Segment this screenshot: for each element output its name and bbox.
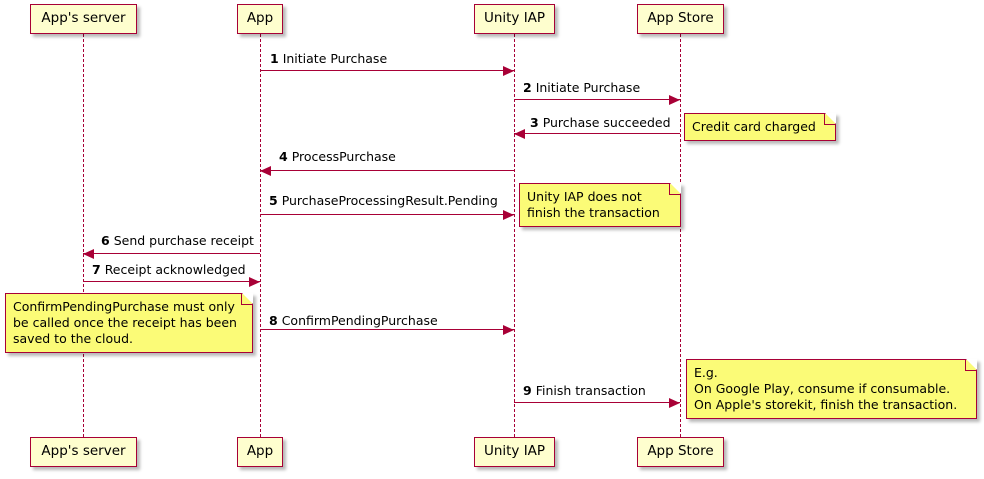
participant-label: App — [246, 10, 274, 27]
note-text: Unity IAP does not finish the transactio… — [527, 189, 660, 220]
participant-label: App Store — [647, 443, 714, 460]
message-line-3 — [514, 133, 680, 134]
message-arrowhead-6 — [83, 249, 94, 259]
message-arrowhead-9 — [669, 398, 680, 408]
participant-footer-app[interactable]: App — [237, 437, 283, 467]
message-text: ConfirmPendingPurchase — [281, 313, 438, 328]
message-arrowhead-5 — [503, 210, 514, 220]
message-line-1 — [260, 70, 514, 71]
note-text: ConfirmPendingPurchase must only be call… — [13, 299, 237, 346]
note-text: E.g. On Google Play, consume if consumab… — [694, 365, 958, 412]
message-arrowhead-8 — [503, 325, 514, 335]
participant-label: App — [246, 443, 274, 460]
message-arrowhead-4 — [260, 166, 271, 176]
note-finish-examples: E.g. On Google Play, consume if consumab… — [686, 359, 977, 419]
message-label-1: 1 Initiate Purchase — [270, 51, 388, 66]
lifeline-appstore — [680, 34, 681, 437]
message-seq-number: 6 — [101, 233, 110, 248]
note-fold-corner-icon — [242, 293, 253, 304]
message-text: Purchase succeeded — [542, 115, 671, 130]
participant-header-appstore[interactable]: App Store — [637, 4, 724, 34]
message-seq-number: 8 — [269, 313, 278, 328]
message-line-8 — [260, 329, 514, 330]
message-text: Initiate Purchase — [282, 51, 388, 66]
note-credit-card: Credit card charged — [684, 113, 836, 141]
message-text: Send purchase receipt — [113, 233, 254, 248]
message-label-2: 2 Initiate Purchase — [523, 80, 641, 95]
message-seq-number: 3 — [530, 115, 539, 130]
message-label-8: 8 ConfirmPendingPurchase — [269, 313, 438, 328]
participant-label: Unity IAP — [483, 443, 546, 460]
message-arrowhead-7 — [249, 277, 260, 287]
participant-label: App's server — [41, 443, 126, 460]
participant-footer-server[interactable]: App's server — [30, 437, 137, 467]
note-confirm-pending: ConfirmPendingPurchase must only be call… — [5, 293, 253, 353]
participant-label: App Store — [647, 10, 714, 27]
message-text: Receipt acknowledged — [104, 262, 246, 277]
message-line-9 — [514, 402, 680, 403]
message-seq-number: 2 — [523, 80, 532, 95]
message-label-7: 7 Receipt acknowledged — [92, 262, 246, 277]
note-text: Credit card charged — [692, 119, 816, 134]
note-fold-corner-icon — [825, 113, 836, 124]
message-label-4: 4 ProcessPurchase — [279, 149, 396, 164]
message-text: ProcessPurchase — [291, 149, 396, 164]
message-line-7 — [83, 281, 260, 282]
message-seq-number: 1 — [270, 51, 279, 66]
participant-header-unityiap[interactable]: Unity IAP — [474, 4, 555, 34]
message-arrowhead-2 — [669, 95, 680, 105]
message-text: Finish transaction — [535, 383, 646, 398]
message-seq-number: 9 — [523, 383, 532, 398]
participant-footer-appstore[interactable]: App Store — [637, 437, 724, 467]
message-text: Initiate Purchase — [535, 80, 641, 95]
participant-footer-unityiap[interactable]: Unity IAP — [474, 437, 555, 467]
message-label-6: 6 Send purchase receipt — [101, 233, 254, 248]
message-text: PurchaseProcessingResult.Pending — [281, 193, 498, 208]
message-label-5: 5 PurchaseProcessingResult.Pending — [269, 193, 498, 208]
message-label-3: 3 Purchase succeeded — [530, 115, 671, 130]
message-arrowhead-1 — [503, 66, 514, 76]
note-unity-iap-pending: Unity IAP does not finish the transactio… — [519, 183, 681, 227]
participant-header-app[interactable]: App — [237, 4, 283, 34]
message-label-9: 9 Finish transaction — [523, 383, 646, 398]
message-line-6 — [83, 253, 260, 254]
note-fold-corner-icon — [670, 183, 681, 194]
message-seq-number: 7 — [92, 262, 101, 277]
message-seq-number: 5 — [269, 193, 278, 208]
message-seq-number: 4 — [279, 149, 288, 164]
message-line-5 — [260, 214, 514, 215]
message-line-4 — [260, 170, 514, 171]
participant-label: App's server — [41, 10, 126, 27]
participant-header-server[interactable]: App's server — [30, 4, 137, 34]
message-line-2 — [514, 99, 680, 100]
lifeline-server — [83, 34, 84, 437]
note-fold-corner-icon — [966, 359, 977, 370]
message-arrowhead-3 — [514, 129, 525, 139]
participant-label: Unity IAP — [483, 10, 546, 27]
lifeline-app — [260, 34, 261, 437]
lifeline-unityiap — [514, 34, 515, 437]
